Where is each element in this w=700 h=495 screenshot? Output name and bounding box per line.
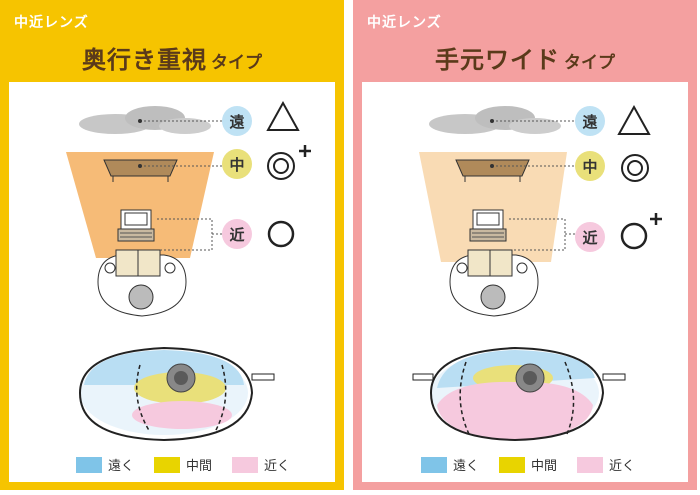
legend-item-far: 遠く bbox=[76, 455, 134, 474]
triangle-icon bbox=[619, 107, 649, 134]
legend-item-near: 近く bbox=[577, 455, 635, 474]
circle-plus-icon bbox=[622, 213, 662, 248]
legend-item-near: 近く bbox=[232, 455, 290, 474]
desk-icon bbox=[104, 160, 177, 176]
lens-diagram bbox=[413, 348, 625, 440]
circle-icon bbox=[269, 222, 293, 246]
legend: 遠く 中間 近く bbox=[76, 455, 302, 474]
legend-item-mid: 中間 bbox=[499, 455, 557, 474]
double-circle-icon bbox=[622, 155, 648, 181]
legend: 遠く 中間 近く bbox=[421, 455, 647, 474]
near-badge: 近 bbox=[228, 224, 246, 245]
double-circle-plus-icon bbox=[268, 145, 311, 179]
mid-badge: 中 bbox=[581, 156, 599, 177]
mountain-icon bbox=[429, 106, 561, 134]
mid-badge: 中 bbox=[228, 154, 246, 175]
right-illustration bbox=[353, 0, 697, 490]
legend-item-mid: 中間 bbox=[154, 455, 212, 474]
panel-depth-priority: 中近レンズ 奥行き重視タイプ bbox=[0, 0, 344, 490]
lens-diagram bbox=[80, 348, 274, 440]
laptop-icon bbox=[470, 210, 506, 241]
mountain-icon bbox=[79, 106, 211, 134]
far-badge: 遠 bbox=[581, 111, 599, 132]
desk-icon bbox=[456, 160, 529, 176]
person-reading-icon bbox=[98, 250, 186, 316]
far-badge: 遠 bbox=[228, 111, 246, 132]
near-badge: 近 bbox=[581, 227, 599, 248]
triangle-icon bbox=[268, 103, 298, 130]
legend-item-far: 遠く bbox=[421, 455, 479, 474]
panel-near-wide: 中近レンズ 手元ワイドタイプ bbox=[353, 0, 697, 490]
laptop-icon bbox=[118, 210, 154, 241]
left-illustration bbox=[0, 0, 344, 490]
person-reading-icon bbox=[450, 250, 538, 316]
